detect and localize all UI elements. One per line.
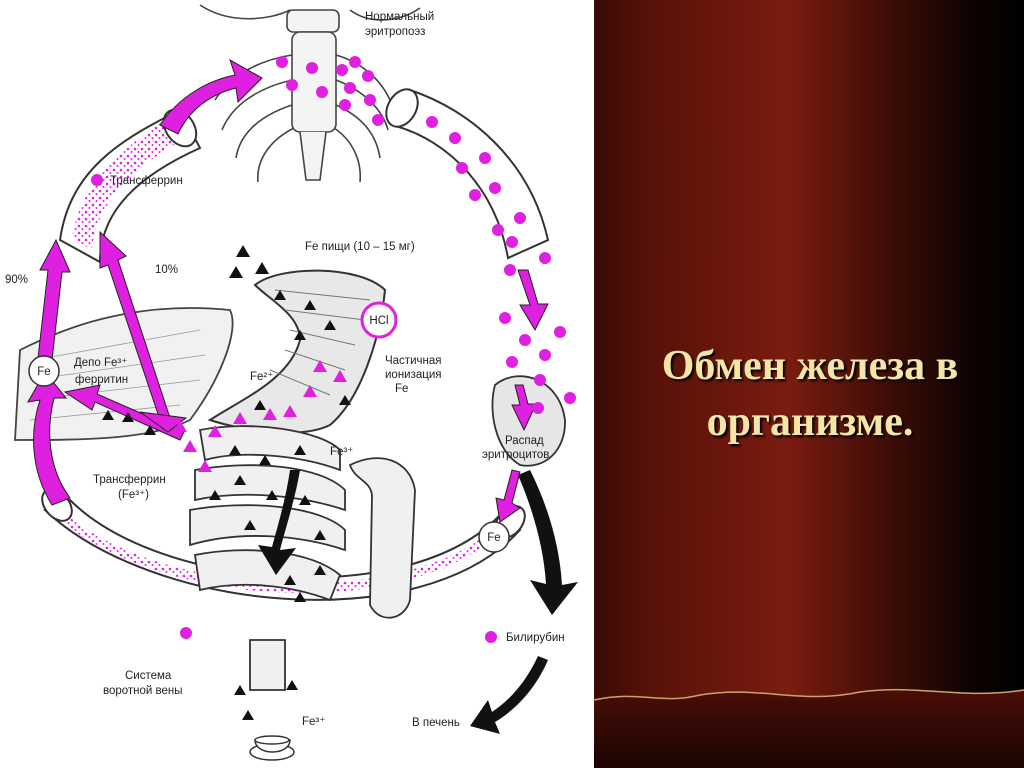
partial-ionization-line2: ионизация <box>385 369 442 381</box>
stage-floor <box>594 689 1024 768</box>
rbc-breakdown-line2: эритроцитов <box>482 449 549 461</box>
ferrous-iron-triangles <box>173 360 347 472</box>
percent-90-label: 90% <box>5 274 28 286</box>
normal-erythropoiesis-line1: Нормальный <box>365 11 434 23</box>
cup-drawing <box>249 735 295 761</box>
fe3-label-bottom: Fe³⁺ <box>302 716 325 728</box>
fe-circle-right <box>478 521 510 553</box>
erythrocyte-dots <box>91 56 576 643</box>
fe2-label: Fe²⁺ <box>250 371 273 383</box>
iron-flow-arrows <box>27 58 549 523</box>
bilirubin-label: Билирубин <box>506 632 565 644</box>
slide-title: Обмен железа в организме. <box>600 338 1020 450</box>
transferrin-fe3-line2: (Fe³⁺) <box>118 489 149 501</box>
erythrocyte-vessel <box>390 88 550 260</box>
liver-drawing <box>14 307 234 441</box>
percent-10-label: 10% <box>155 264 178 276</box>
rbc-breakdown-line1: Распад <box>505 435 544 447</box>
hcl-label: HCl <box>369 315 388 327</box>
fe-circle-right-label: Fe <box>487 532 500 544</box>
fe3-label-mid: Fe³⁺ <box>330 446 353 458</box>
depot-line2: ферритин <box>75 374 128 386</box>
slide-title-line2: организме. <box>706 399 914 445</box>
fe-circle-left-label: Fe <box>37 366 50 378</box>
bilirubin-arrows <box>258 470 578 734</box>
fe-circle-left <box>28 355 60 387</box>
depot-line1: Депо Fe³⁺ <box>74 357 127 369</box>
partial-ionization-line3: Fe <box>395 383 408 395</box>
transferrin-fe3-line1: Трансферрин <box>93 474 166 486</box>
hcl-circle <box>360 301 398 339</box>
partial-ionization-line1: Частичная <box>385 355 441 367</box>
food-iron-label: Fe пищи (10 – 15 мг) <box>305 241 415 253</box>
portal-system-line2: воротной вены <box>103 685 183 697</box>
to-liver-label: В печень <box>412 717 460 729</box>
normal-erythropoiesis-line2: эритропоэз <box>365 26 425 38</box>
slide-title-line1: Обмен железа в <box>661 343 959 389</box>
iron-metabolism-diagram: HCl Fe Fe Нормальный эритропоэз Трансфер… <box>5 4 578 761</box>
diagram-panel: HCl Fe Fe Нормальный эритропоэз Трансфер… <box>0 0 594 768</box>
dietary-iron-triangles <box>102 245 351 720</box>
stomach-drawing <box>207 269 387 434</box>
transferrin-top-label: Трансферрин <box>110 175 183 187</box>
portal-system-line1: Система <box>125 670 172 682</box>
intestines-drawing <box>189 425 416 691</box>
